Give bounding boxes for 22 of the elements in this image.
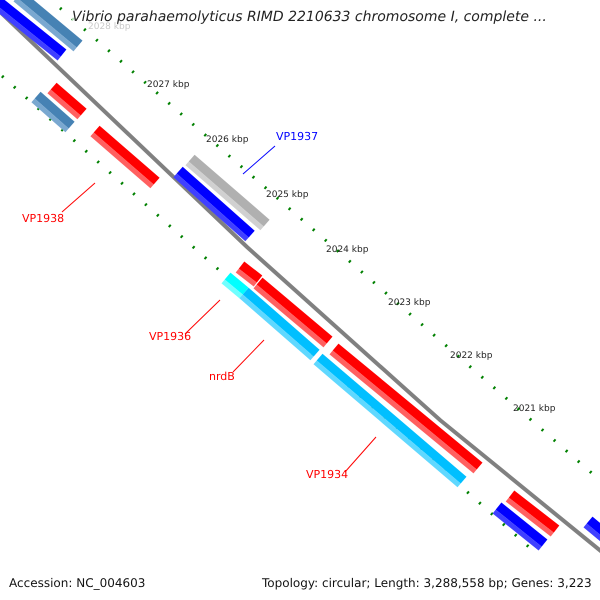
gene-feature-bar	[239, 288, 320, 360]
scale-label: 2026 kbp	[206, 134, 248, 147]
scale-label: 2027 kbp	[147, 79, 190, 92]
leader-line	[242, 146, 276, 174]
gene-label: VP1937	[276, 129, 318, 146]
gene-label: VP1934	[306, 467, 348, 484]
info-text: Topology: circular; Length: 3,288,558 bp; Genes: 3,223	[262, 575, 592, 592]
scale-label: 2025 kbp	[266, 189, 308, 202]
gene-label: VP1938	[22, 211, 64, 228]
gene-label: nrdB	[209, 369, 235, 386]
leader-line	[62, 182, 96, 212]
scale-label: 2022 kbp	[450, 350, 492, 363]
gene-feature-bar	[90, 126, 160, 188]
info-text: Accession: NC_004603	[9, 575, 146, 592]
scale-label: 2021 kbp	[513, 403, 556, 416]
leader-line	[344, 436, 376, 472]
gene-feature-bar	[222, 272, 248, 298]
leader-line	[184, 300, 220, 334]
gene-label: VP1936	[149, 329, 192, 346]
leader-line	[232, 340, 264, 372]
scale-label: 2023 kbp	[388, 297, 430, 310]
scale-label: 2024 kbp	[326, 244, 368, 257]
